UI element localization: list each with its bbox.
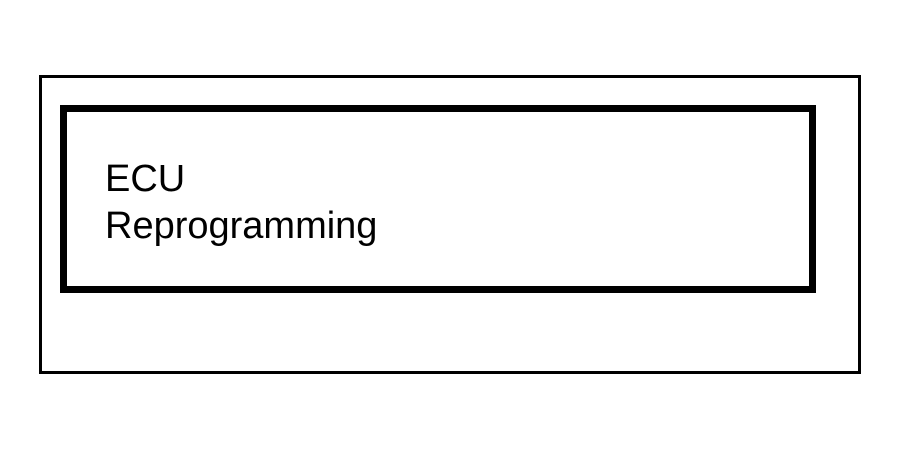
display-text: ECU Reprogramming <box>105 156 377 250</box>
lcd-display: ECU Reprogramming <box>60 105 816 293</box>
display-line-2: Reprogramming <box>105 205 378 247</box>
display-line-1: ECU <box>105 158 186 200</box>
